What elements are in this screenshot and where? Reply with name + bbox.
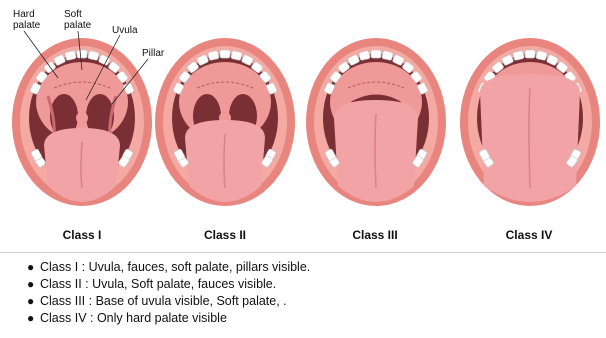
upper-tooth [536,51,548,61]
uvula-annotation: Uvula [112,25,138,36]
mouth-illustrations [0,0,606,250]
upper-tooth [220,50,230,58]
bullet-icon: ● [27,276,34,293]
mouth-class-3 [306,38,446,206]
mouth-class-1 [12,38,152,206]
upper-tooth [231,51,243,61]
bullet-icon: ● [27,310,34,327]
pillar-annotation: Pillar [142,48,164,59]
soft-palate-annotation-line2: palate [64,20,91,31]
legend-item-class-3: ● Class III : Base of uvula visible, Sof… [0,293,606,310]
soft-palate-annotation: Soft palate [64,9,91,31]
legend-item-class-2: ● Class II : Uvula, Soft palate, fauces … [0,276,606,293]
upper-tooth [77,50,87,58]
soft-palate-annotation-line1: Soft [64,9,91,20]
hard-palate-annotation: Hard palate [13,9,40,31]
class-4-label: Class IV [474,228,584,242]
bullet-icon: ● [27,259,34,276]
class-2-label: Class II [170,228,280,242]
upper-tooth [371,50,381,58]
hard-palate-annotation-line2: palate [13,20,40,31]
tongue [185,120,265,202]
upper-tooth [359,51,371,61]
mouth-class-4 [460,38,600,206]
legend-text-class-2: Class II : Uvula, Soft palate, fauces vi… [40,277,276,291]
legend-item-class-1: ● Class I : Uvula, fauces, soft palate, … [0,259,606,276]
bullet-icon: ● [27,293,34,310]
class-3-label: Class III [320,228,430,242]
upper-tooth [525,50,535,58]
classification-legend: ● Class I : Uvula, fauces, soft palate, … [0,252,606,338]
uvula-tip [76,112,88,124]
class-1-label: Class I [27,228,137,242]
upper-tooth [382,51,394,61]
upper-tooth [65,51,77,61]
legend-text-class-4: Class IV : Only hard palate visible [40,311,227,325]
upper-tooth [513,51,525,61]
upper-tooth [88,51,100,61]
legend-text-class-3: Class III : Base of uvula visible, Soft … [40,294,287,308]
legend-item-class-4: ● Class IV : Only hard palate visible [0,310,606,327]
hard-palate-annotation-line1: Hard [13,9,40,20]
legend-text-class-1: Class I : Uvula, fauces, soft palate, pi… [40,260,310,274]
mouth-class-2 [155,38,295,206]
mallampati-figure: Hard palate Soft palate Uvula Pillar Cla… [0,0,606,250]
upper-tooth [208,51,220,61]
tongue [44,128,120,202]
